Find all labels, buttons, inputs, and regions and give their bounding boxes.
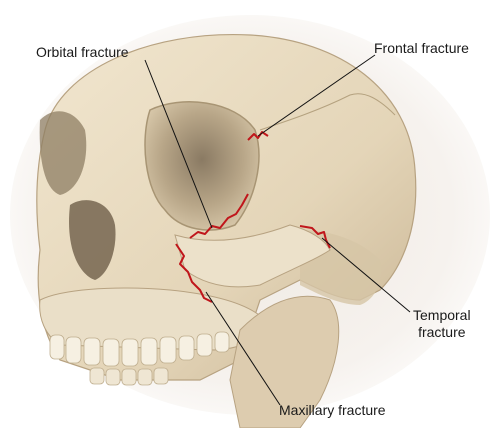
mandible bbox=[229, 295, 340, 428]
orbital-fracture-line bbox=[189, 193, 249, 239]
zygomatic-bone bbox=[174, 224, 331, 288]
temporal-leader bbox=[321, 237, 411, 313]
frontal-fracture-line bbox=[247, 131, 269, 141]
temporal-label-line2: fracture bbox=[418, 324, 466, 340]
leader-lines bbox=[144, 54, 411, 406]
temporal-label-line1: Temporal bbox=[413, 307, 471, 323]
orbital-fracture-label: Orbital fracture bbox=[36, 44, 129, 60]
frontal-leader bbox=[257, 54, 376, 137]
far-orbit bbox=[39, 111, 87, 195]
fracture-lines bbox=[175, 131, 331, 303]
temporal-fracture-label: Temporal fracture bbox=[413, 307, 471, 341]
nasal-cavity bbox=[69, 200, 116, 280]
maxillary-fracture-line bbox=[175, 243, 213, 303]
lower-teeth bbox=[89, 367, 169, 386]
orbital-leader bbox=[144, 59, 213, 229]
maxillary-fracture-label: Maxillary fracture bbox=[279, 402, 386, 418]
teeth bbox=[49, 331, 230, 367]
maxillary-leader bbox=[205, 291, 281, 406]
near-orbit bbox=[144, 101, 260, 231]
frontal-fracture-label: Frontal fracture bbox=[374, 40, 469, 56]
cranial-suture bbox=[259, 93, 396, 131]
